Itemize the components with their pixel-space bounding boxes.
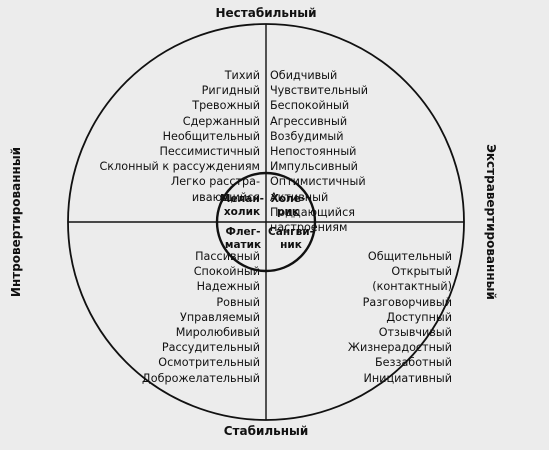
- trait-item: Тревожный: [192, 99, 260, 113]
- trait-item: (контактный): [372, 280, 452, 294]
- temperament-melancholic-line1: Мелан-: [220, 193, 264, 205]
- trait-item: Пессимистичный: [159, 145, 260, 159]
- trait-item: настроениям: [270, 221, 348, 235]
- trait-item: Сдержанный: [182, 114, 260, 128]
- temperament-melancholic: Мелан- холик: [219, 193, 265, 218]
- trait-item: Склонный к рассуждениям: [99, 160, 261, 174]
- temperament-melancholic-line2: холик: [223, 205, 261, 218]
- trait-item: Необщительный: [162, 129, 260, 143]
- trait-item: ивающийся: [191, 190, 260, 204]
- trait-item: Жизнерадостный: [347, 341, 452, 355]
- trait-item: Миролюбивый: [175, 326, 260, 340]
- trait-item: Осмотрительный: [158, 356, 260, 370]
- trait-item: Импульсивный: [270, 160, 358, 174]
- trait-item: Отзывчивый: [378, 326, 452, 340]
- temperament-choleric-line2: рик: [277, 205, 299, 218]
- trait-item: Разговорчивый: [362, 295, 452, 309]
- trait-item: Спокойный: [193, 265, 260, 279]
- trait-item: Ровный: [216, 295, 260, 309]
- trait-item: Легко расстра-: [170, 175, 260, 189]
- trait-item: Поддающийся: [270, 205, 355, 219]
- axis-title-bottom: Стабильный: [223, 424, 309, 438]
- temperament-sanguine-line2: ник: [280, 238, 302, 251]
- trait-item: Доступный: [386, 310, 452, 324]
- axis-title-right: Экстравертированный: [484, 144, 498, 300]
- trait-item: Активный: [270, 190, 329, 204]
- trait-item: Пассивный: [195, 250, 260, 263]
- temperament-sanguine-line1: Сангви-: [268, 226, 314, 238]
- temperament-phlegmatic-line2: матик: [224, 238, 262, 251]
- trait-item: Беззаботный: [375, 356, 452, 370]
- trait-item: Управляемый: [180, 310, 260, 324]
- trait-item: Тихий: [224, 69, 260, 82]
- temperament-choleric: Холе- рик: [268, 193, 308, 218]
- trait-item: Доброжелательный: [142, 371, 260, 385]
- temperament-sanguine: Сангви- ник: [267, 226, 315, 251]
- trait-item: Ригидный: [201, 84, 260, 98]
- trait-item: Надежный: [196, 280, 260, 294]
- trait-item: Чувствительный: [270, 84, 368, 98]
- temperament-phlegmatic-line1: Флег-: [225, 226, 261, 238]
- trait-item: Агрессивный: [270, 114, 348, 128]
- trait-item: Общительный: [367, 250, 452, 263]
- trait-item: Открытый: [391, 265, 452, 279]
- temperament-phlegmatic: Флег- матик: [221, 226, 265, 251]
- trait-item: Рассудительный: [161, 341, 260, 355]
- trait-item: Непостоянный: [270, 145, 357, 159]
- trait-item: Обидчивый: [270, 69, 338, 82]
- trait-item: Инициативный: [363, 371, 453, 385]
- temperament-choleric-line1: Холе-: [270, 193, 306, 205]
- trait-item: Беспокойный: [270, 99, 350, 113]
- trait-item: Оптимистичный: [270, 175, 366, 189]
- axis-title-top: Нестабильный: [215, 6, 317, 20]
- axis-title-left: Интровертированный: [9, 146, 23, 298]
- trait-item: Возбудимый: [270, 129, 344, 143]
